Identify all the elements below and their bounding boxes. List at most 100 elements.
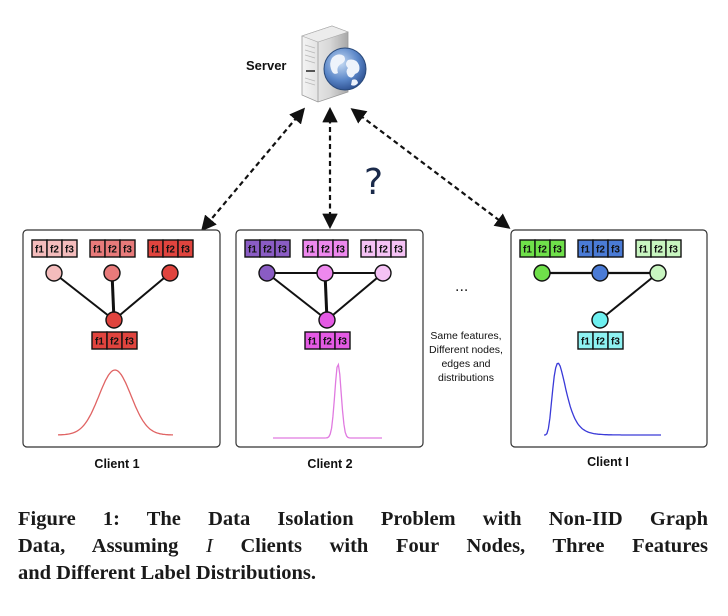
feature-cell	[390, 239, 407, 258]
caption-variable-i: I	[206, 535, 213, 557]
note-line-4: distributions	[438, 372, 494, 384]
feature-label: f1	[308, 337, 317, 348]
label-distribution-curve	[57, 369, 173, 436]
feature-label: f2	[654, 245, 663, 256]
feature-cell	[274, 239, 291, 258]
client-label: Client I	[587, 455, 629, 469]
feature-label: f1	[35, 245, 44, 256]
graph-node-center	[591, 311, 609, 329]
graph-node	[45, 264, 63, 282]
ellipsis: ...	[455, 278, 468, 295]
feature-label: f3	[123, 245, 132, 256]
feature-label: f3	[669, 245, 678, 256]
label-distribution-curve	[543, 362, 661, 436]
feature-label: f1	[581, 337, 590, 348]
client-label: Client 2	[307, 457, 352, 471]
graph-node-center	[105, 311, 123, 329]
feature-label: f3	[181, 245, 190, 256]
graph-node-center	[318, 311, 336, 329]
feature-group-top-3: f1 f2 f3	[635, 239, 682, 258]
feature-label: f2	[110, 337, 119, 348]
link-server-clientI	[350, 108, 511, 229]
graph-edge	[599, 272, 659, 321]
feature-label: f1	[523, 245, 532, 256]
feature-label: f2	[263, 245, 272, 256]
graph-edge	[53, 272, 115, 321]
link-server-client1	[201, 107, 305, 232]
feature-label: f2	[596, 337, 605, 348]
feature-cell	[121, 331, 138, 350]
feature-group-top-1: f1 f2 f3	[31, 239, 78, 258]
feature-label: f1	[581, 245, 590, 256]
feature-label: f2	[50, 245, 59, 256]
feature-label: f3	[611, 337, 620, 348]
feature-cell	[665, 239, 682, 258]
feature-label: f1	[306, 245, 315, 256]
feature-cell	[177, 239, 194, 258]
feature-group-bottom: f1 f2 f3	[577, 331, 624, 350]
graph-node	[258, 264, 276, 282]
feature-group-top-2: f1 f2 f3	[89, 239, 136, 258]
server-globe-icon	[301, 25, 367, 103]
caption-line-1: Figure 1: The Data Isolation Problem wit…	[18, 508, 708, 530]
caption-line-2: Data, Assuming I Clients with Four Nodes…	[18, 533, 708, 560]
graph-node	[533, 264, 551, 282]
feature-label: f2	[108, 245, 117, 256]
feature-cell	[332, 239, 349, 258]
feature-label: f2	[323, 337, 332, 348]
feature-cell	[607, 331, 624, 350]
feature-cell	[119, 239, 136, 258]
feature-cell	[334, 331, 351, 350]
graph-node	[316, 264, 334, 282]
feature-label: f2	[166, 245, 175, 256]
graph-edge	[326, 272, 384, 321]
graph-node	[103, 264, 121, 282]
feature-label: f3	[125, 337, 134, 348]
note-line-2: Different nodes,	[429, 344, 503, 356]
question-mark: ?	[364, 162, 383, 203]
feature-group-bottom: f1 f2 f3	[304, 331, 351, 350]
feature-group-top-1: f1 f2 f3	[244, 239, 291, 258]
feature-cell	[61, 239, 78, 258]
feature-label: f1	[151, 245, 160, 256]
feature-label: f2	[379, 245, 388, 256]
graph-edge	[113, 272, 171, 321]
graph-node	[161, 264, 179, 282]
graph-node	[374, 264, 392, 282]
figure-caption: Figure 1: The Data Isolation Problem wit…	[18, 506, 708, 587]
clients-note: Same features, Different nodes, edges an…	[429, 330, 503, 384]
caption-line-2-post: Clients with Four Nodes, Three Features	[212, 535, 708, 557]
feature-group-top-2: f1 f2 f3	[302, 239, 349, 258]
graph-node	[649, 264, 667, 282]
feature-label: f3	[336, 245, 345, 256]
feature-group-top-1: f1 f2 f3	[519, 239, 566, 258]
feature-label: f2	[538, 245, 547, 256]
feature-cell	[549, 239, 566, 258]
feature-label: f3	[338, 337, 347, 348]
note-line-1: Same features,	[430, 330, 501, 342]
label-distribution-curve	[273, 362, 382, 439]
client-label: Client 1	[94, 457, 139, 471]
caption-line-2-pre: Data, Assuming	[18, 535, 206, 557]
feature-label: f1	[248, 245, 257, 256]
caption-line-3: and Different Label Distributions.	[18, 562, 317, 584]
feature-label: f1	[639, 245, 648, 256]
feature-label: f1	[93, 245, 102, 256]
graph-node	[591, 264, 609, 282]
feature-label: f3	[553, 245, 562, 256]
feature-group-top-3: f1 f2 f3	[147, 239, 194, 258]
note-line-3: edges and	[441, 358, 490, 370]
feature-group-top-2: f1 f2 f3	[577, 239, 624, 258]
feature-label: f1	[364, 245, 373, 256]
feature-label: f2	[321, 245, 330, 256]
feature-label: f3	[65, 245, 74, 256]
feature-label: f3	[278, 245, 287, 256]
feature-cell	[607, 239, 624, 258]
feature-label: f3	[611, 245, 620, 256]
feature-label: f2	[596, 245, 605, 256]
